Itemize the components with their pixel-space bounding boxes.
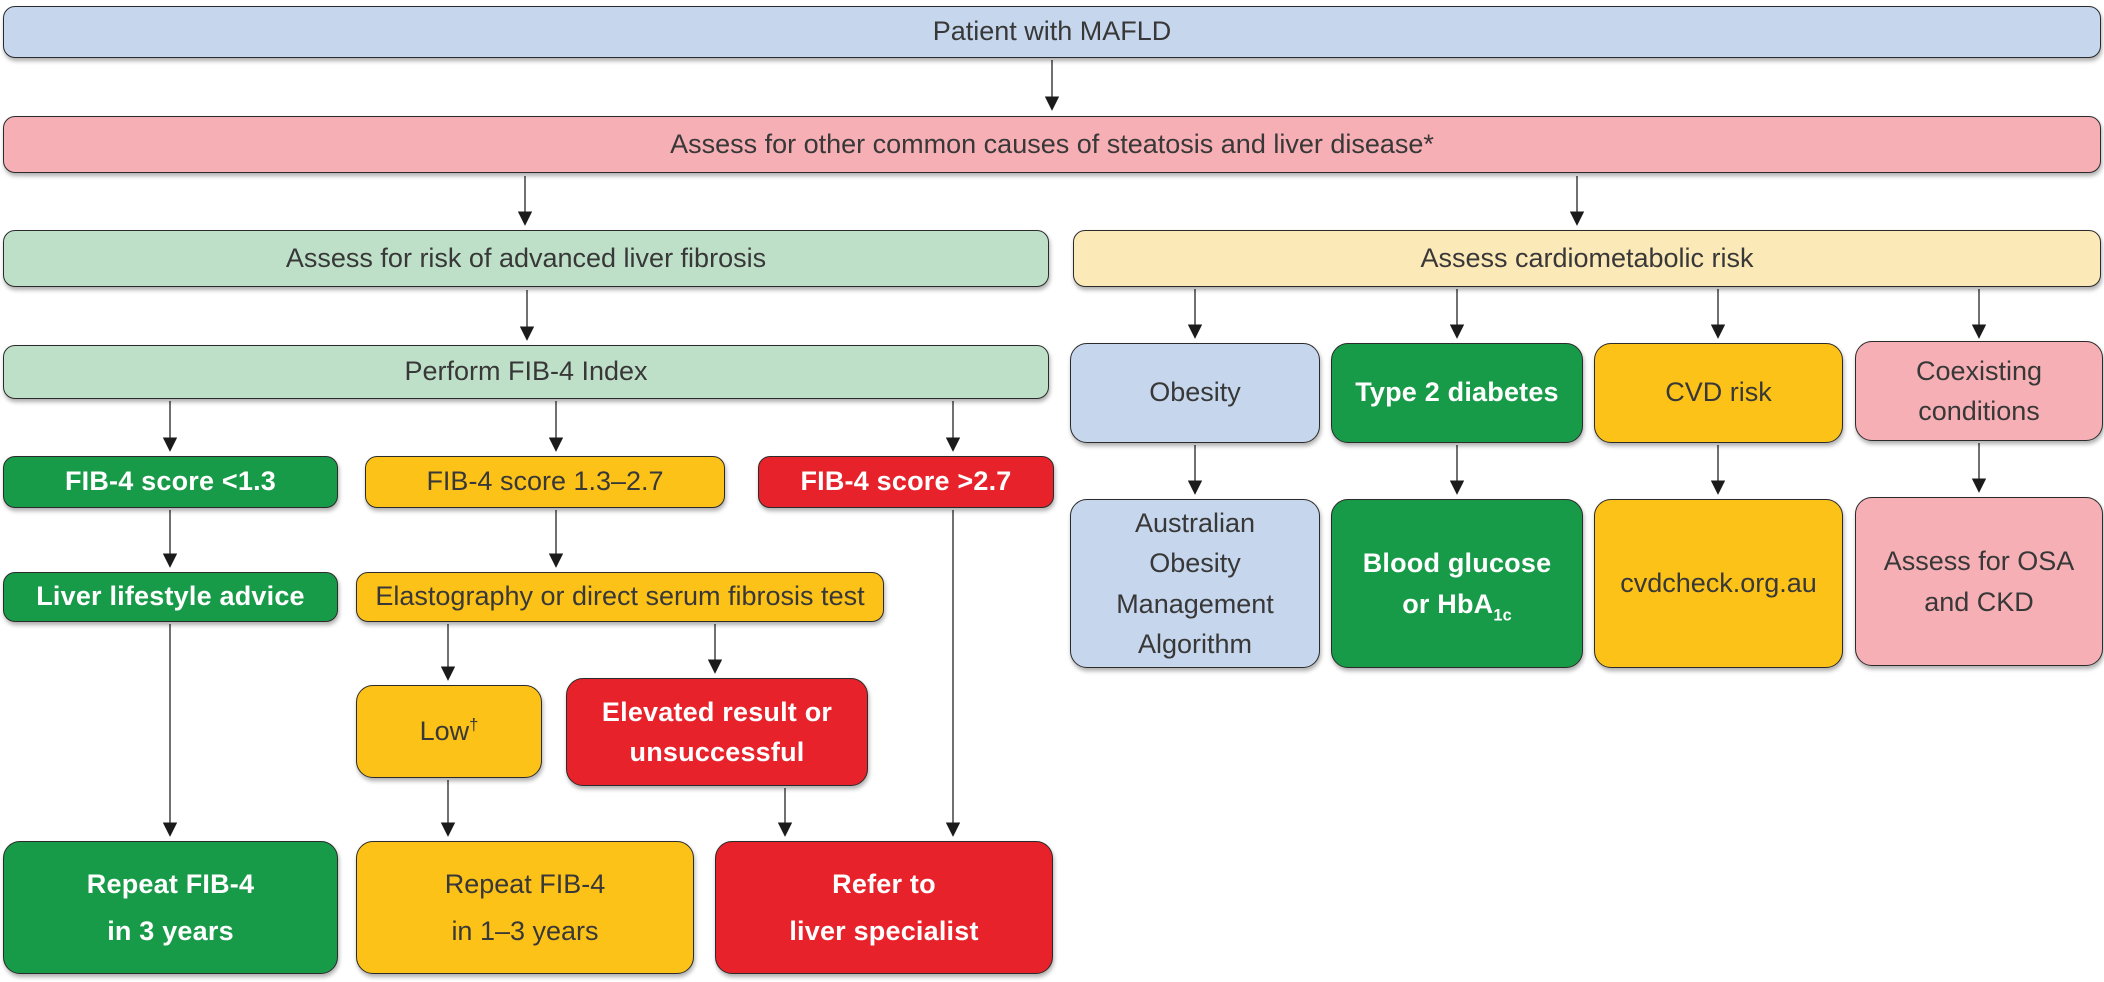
node-label: Assess for other common causes of steato… bbox=[670, 128, 1434, 159]
node-fib4-score-mid: FIB-4 score 1.3–2.7 bbox=[365, 456, 725, 508]
node-refer-liver-specialist: Refer to liver specialist bbox=[715, 841, 1053, 974]
node-label: FIB-4 score >2.7 bbox=[800, 466, 1012, 497]
node-label: Patient with MAFLD bbox=[932, 16, 1172, 47]
node-assess-fibrosis: Assess for risk of advanced liver fibros… bbox=[3, 230, 1049, 287]
node-label: Perform FIB-4 Index bbox=[404, 356, 648, 387]
node-fib4-score-high: FIB-4 score >2.7 bbox=[758, 456, 1054, 508]
node-label: FIB-4 score 1.3–2.7 bbox=[426, 466, 664, 497]
node-fib4-score-low: FIB-4 score <1.3 bbox=[3, 456, 338, 508]
node-perform-fib4: Perform FIB-4 Index bbox=[3, 345, 1049, 399]
node-repeat-fib4-1-3-years: Repeat FIB-4 in 1–3 years bbox=[356, 841, 694, 974]
node-label: Assess for risk of advanced liver fibros… bbox=[285, 242, 767, 273]
node-label: Elastography or direct serum fibrosis te… bbox=[375, 581, 865, 612]
node-label: Blood glucose or HbA1c bbox=[1362, 548, 1552, 624]
node-cvdcheck-url: cvdcheck.org.au bbox=[1594, 499, 1843, 668]
node-patient-mafld: Patient with MAFLD bbox=[3, 6, 2101, 58]
node-elastography-test: Elastography or direct serum fibrosis te… bbox=[356, 572, 884, 622]
hba1c-subscript: 1c bbox=[1493, 605, 1512, 624]
node-label: Low† bbox=[419, 714, 479, 746]
node-coexisting-conditions: Coexisting conditions bbox=[1855, 341, 2103, 441]
node-assess-osa-ckd: Assess for OSA and CKD bbox=[1855, 497, 2103, 666]
node-label: Elevated result or unsuccessful bbox=[601, 696, 833, 768]
node-label: Assess for OSA and CKD bbox=[1883, 546, 2075, 617]
node-label: Type 2 diabetes bbox=[1355, 377, 1559, 408]
node-obesity: Obesity bbox=[1070, 343, 1320, 443]
node-type2-diabetes: Type 2 diabetes bbox=[1331, 343, 1583, 443]
node-label: FIB-4 score <1.3 bbox=[64, 466, 277, 497]
node-liver-lifestyle-advice: Liver lifestyle advice bbox=[3, 572, 338, 622]
node-australian-obesity-algorithm: Australian Obesity Management Algorithm bbox=[1070, 499, 1320, 668]
node-repeat-fib4-3-years: Repeat FIB-4 in 3 years bbox=[3, 841, 338, 974]
node-label: Obesity bbox=[1149, 377, 1241, 408]
node-elevated-result: Elevated result or unsuccessful bbox=[566, 678, 868, 786]
node-label: Repeat FIB-4 in 1–3 years bbox=[444, 869, 606, 946]
node-low-result: Low† bbox=[356, 685, 542, 778]
node-label: Liver lifestyle advice bbox=[36, 581, 305, 612]
node-blood-glucose-hba1c: Blood glucose or HbA1c bbox=[1331, 499, 1583, 668]
node-cvd-risk: CVD risk bbox=[1594, 343, 1843, 443]
node-label: CVD risk bbox=[1665, 377, 1772, 408]
dagger-footnote-mark: † bbox=[469, 714, 479, 734]
node-label: Refer to liver specialist bbox=[789, 869, 979, 946]
node-label: Repeat FIB-4 in 3 years bbox=[86, 869, 255, 946]
node-label: Coexisting conditions bbox=[1915, 355, 2043, 427]
node-assess-causes: Assess for other common causes of steato… bbox=[3, 116, 2101, 173]
node-label: cvdcheck.org.au bbox=[1620, 567, 1817, 598]
node-assess-cardio: Assess cardiometabolic risk bbox=[1073, 230, 2101, 287]
node-label: Assess cardiometabolic risk bbox=[1420, 242, 1754, 273]
node-label: Australian Obesity Management Algorithm bbox=[1116, 507, 1274, 660]
